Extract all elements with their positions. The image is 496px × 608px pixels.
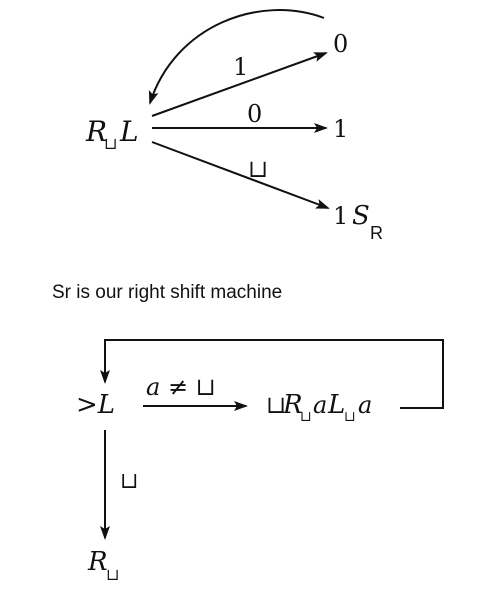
edge-3-arrow: [151, 141, 330, 209]
down-label: ⊔: [120, 469, 138, 494]
end-state-subscript: ⊔: [106, 565, 119, 584]
bottom-diagram: >L a ≠ ⊔ ⊔ R ⊔ a L ⊔ a ⊔ R ⊔: [76, 339, 444, 584]
action-blank: ⊔: [266, 391, 286, 419]
start-node-suffix: L: [119, 115, 139, 148]
edge-1-arrow: [151, 52, 328, 117]
node-1: 1: [333, 115, 348, 143]
feedback-loop-arrow: [100, 339, 444, 409]
top-diagram: R ⊔ L 1 0 0 1 ⊔ 1 S R: [85, 9, 383, 243]
loop-back-arrow: [148, 9, 325, 105]
node-1-sr-digit: 1: [333, 202, 348, 230]
action-l: L: [327, 390, 345, 420]
edge-3-label: ⊔: [248, 155, 268, 183]
start-node-main: R: [85, 115, 107, 148]
action-a2: a: [358, 391, 372, 419]
start-state: >L: [76, 390, 115, 420]
action-a1: a: [313, 391, 327, 419]
action-r: R: [282, 390, 303, 420]
action-r-subscript: ⊔: [300, 409, 312, 425]
end-state-main: R: [87, 547, 108, 577]
caption-text: Sr is our right shift machine: [52, 282, 283, 303]
node-1-sr-subscript: R: [370, 223, 383, 243]
edge-2-label: 0: [247, 100, 262, 128]
action-l-subscript: ⊔: [344, 409, 356, 425]
edge-1-label: 1: [233, 53, 248, 81]
node-0: 0: [333, 30, 348, 58]
node-1-sr-machine: S: [352, 201, 370, 231]
condition-label: a ≠ ⊔: [146, 373, 216, 401]
start-node-subscript: ⊔: [104, 134, 117, 153]
